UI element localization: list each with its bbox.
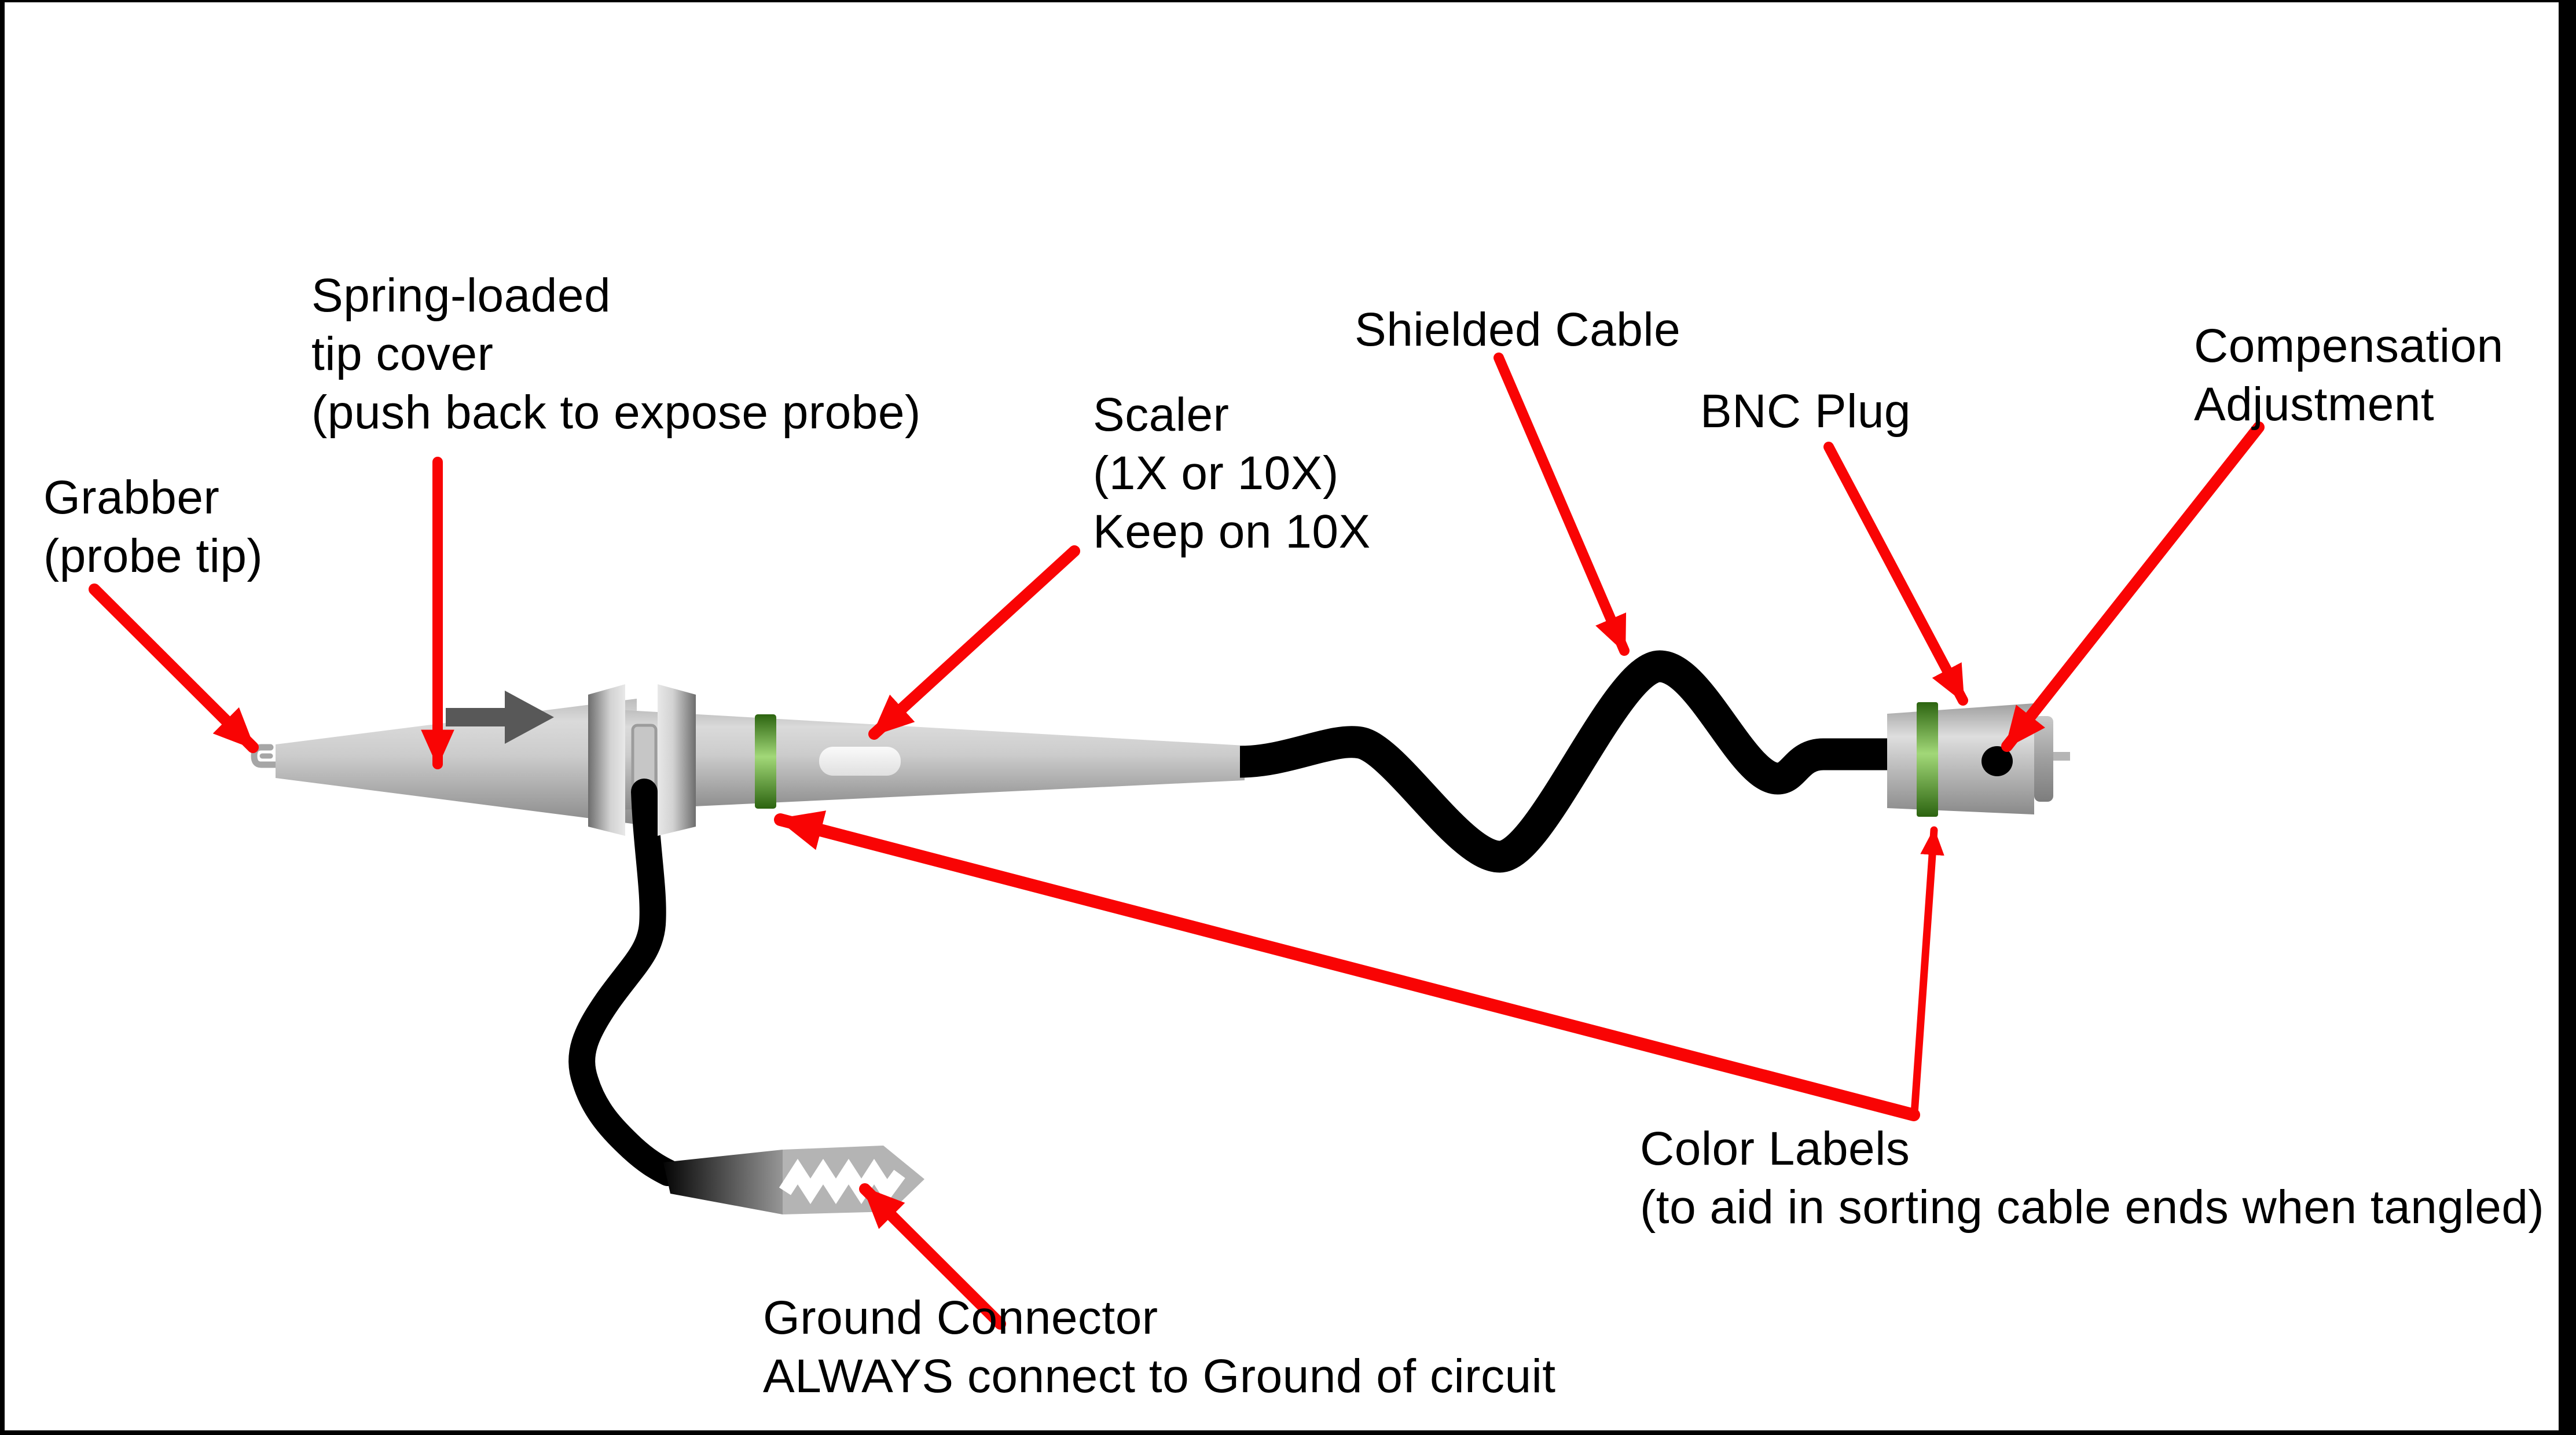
label-line: Compensation [2194, 320, 2504, 372]
white-background [5, 2, 2559, 1430]
push-direction-arrow-icon [446, 691, 554, 744]
tip-cover-flange-left [588, 684, 625, 836]
label-ground-connector: Ground Connector ALWAYS connect to Groun… [763, 1289, 1556, 1405]
label-spring-tip-cover: Spring-loaded tip cover (push back to ex… [311, 266, 921, 442]
label-bnc-plug: BNC Plug [1700, 382, 1911, 441]
arrow-shielded-cable [1494, 353, 1630, 656]
arrow-compensation [2001, 421, 2265, 752]
label-line: Ground Connector [763, 1291, 1158, 1344]
label-color-labels: Color Labels (to aid in sorting cable en… [1640, 1120, 2544, 1236]
arrow-color-label-bnc [1910, 826, 1944, 1118]
probe-cone-body [276, 699, 637, 824]
label-line: Keep on 10X [1093, 505, 1371, 558]
label-line: (1X or 10X) [1093, 447, 1339, 500]
bnc-rear-barrel [2034, 716, 2053, 802]
label-compensation: Compensation Adjustment [2194, 317, 2504, 434]
bnc-color-ring [1917, 702, 1938, 817]
compensation-adjustment-hole [1981, 746, 2013, 776]
arrow-grabber [89, 583, 259, 753]
arrow-scaler [868, 545, 1080, 740]
label-line: Color Labels [1640, 1122, 1910, 1175]
shielded-cable-wave [1239, 650, 1901, 873]
bnc-connector [1887, 702, 2070, 817]
label-line: Grabber [43, 471, 220, 524]
tip-cover-flange-right [658, 684, 696, 836]
label-line: Scaler [1093, 388, 1230, 441]
ground-lead-cable [568, 779, 681, 1186]
label-line: (probe tip) [43, 530, 263, 582]
ground-clip-boot [663, 1150, 783, 1214]
label-grabber: Grabber (probe tip) [43, 468, 263, 585]
arrow-ground-connector [859, 1183, 1006, 1330]
label-shielded-cable: Shielded Cable [1355, 300, 1680, 359]
arrow-color-label-probe [774, 810, 1920, 1121]
arrow-bnc-plug [1823, 442, 1968, 706]
label-line: Spring-loaded [311, 269, 611, 322]
scaler-switch-slot [819, 747, 901, 776]
label-line: (push back to expose probe) [311, 386, 921, 439]
ground-clip-teeth [779, 1158, 905, 1205]
label-line: BNC Plug [1700, 385, 1911, 438]
label-scaler: Scaler (1X or 10X) Keep on 10X [1093, 386, 1371, 561]
label-line: ALWAYS connect to Ground of circuit [763, 1350, 1556, 1403]
label-line: Shielded Cable [1355, 303, 1681, 356]
bnc-center-pin [2053, 752, 2070, 761]
label-line: (to aid in sorting cable ends when tangl… [1640, 1181, 2545, 1234]
label-line: tip cover [311, 328, 494, 380]
label-line: Adjustment [2194, 378, 2435, 431]
probe-color-ring [755, 714, 776, 809]
